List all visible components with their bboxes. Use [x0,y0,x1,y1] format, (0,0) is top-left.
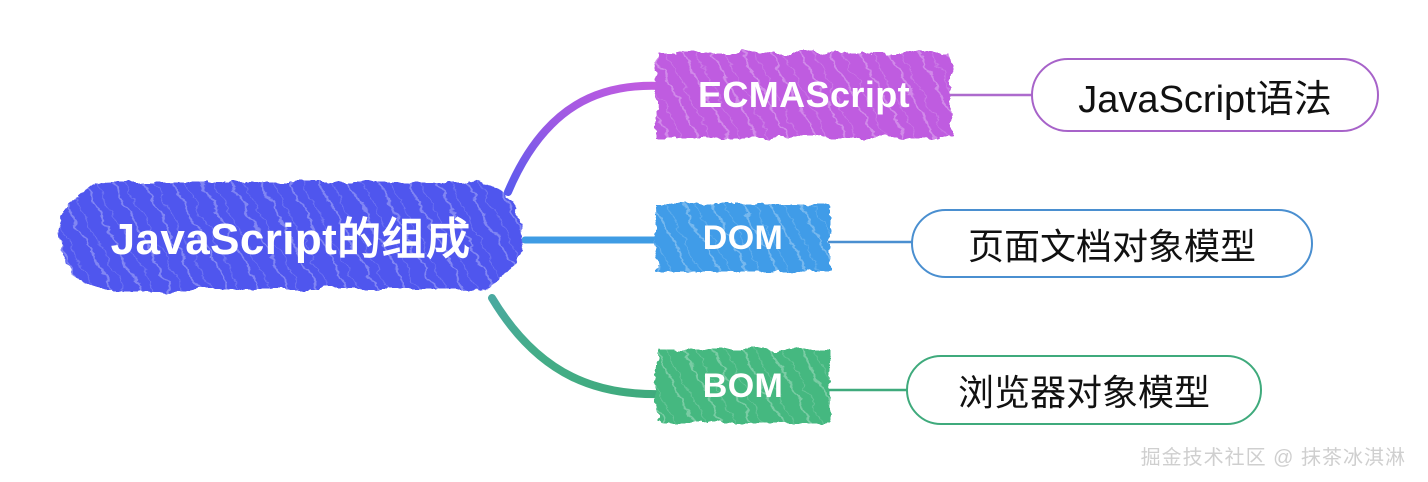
ecmascript-description-label: JavaScript语法 [1078,78,1332,121]
ecmascript-node-label: ECMAScript [697,74,911,115]
bom-description-pill[interactable]: 浏览器对象模型 [906,355,1262,425]
bom-description-label: 浏览器对象模型 [957,372,1210,413]
dom-description-pill[interactable]: 页面文档对象模型 [911,209,1313,278]
root-node-shape [58,182,523,290]
dom-description-label: 页面文档对象模型 [967,225,1256,267]
dom-node-label: DOM [702,218,784,257]
bom-node-label: BOM [702,366,784,405]
ecmascript-node[interactable]: ECMAScript [648,44,960,146]
ecmascript-description-pill[interactable]: JavaScript语法 [1031,58,1379,132]
edge-root-to-bom [488,294,668,399]
root-node-label: JavaScript的组成 [110,214,471,264]
root-node[interactable]: JavaScript的组成 [48,172,533,300]
bom-node-shape [656,349,830,423]
bom-node[interactable]: BOM [648,340,838,432]
watermark-text: 掘金技术社区 @ 抹茶冰淇淋 [1140,447,1406,469]
dom-node-shape [656,204,830,272]
ecmascript-node-shape [657,53,951,137]
dom-node[interactable]: DOM [648,196,838,280]
